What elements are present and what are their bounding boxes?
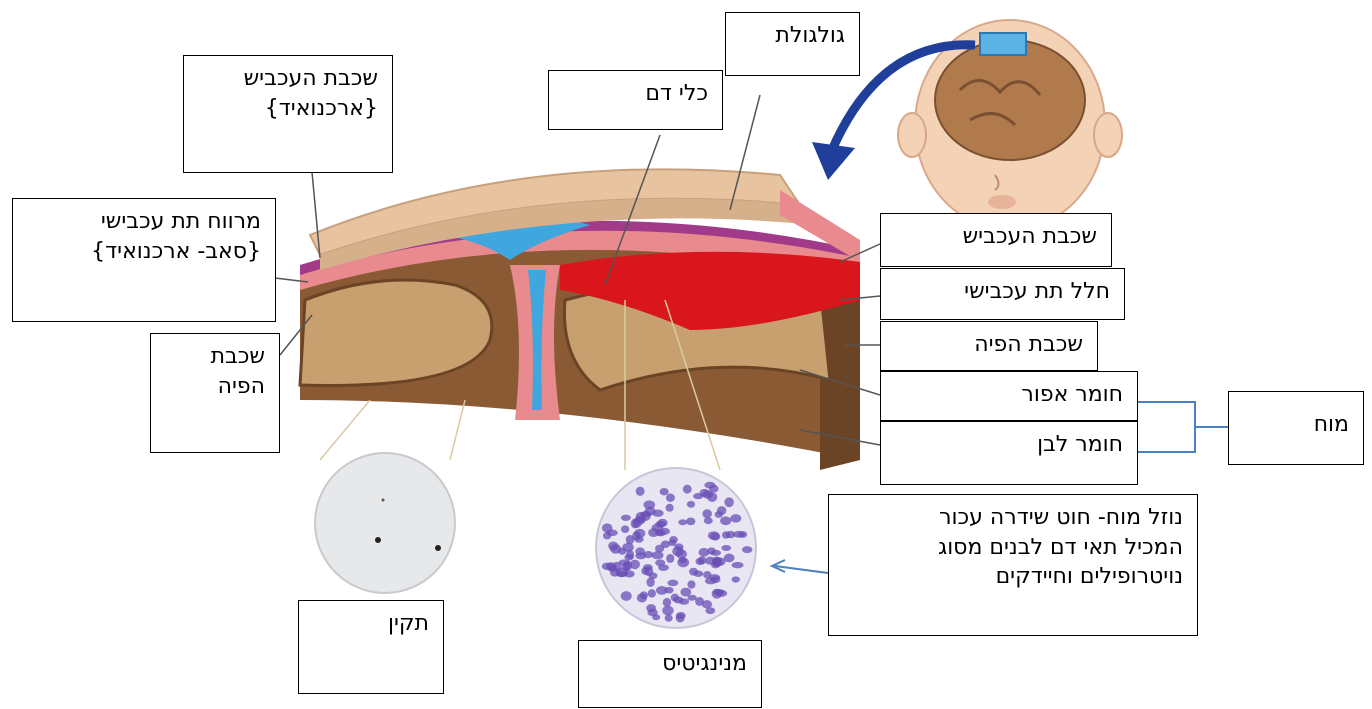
neutrophil-cell [721, 545, 731, 551]
label-subarachnoid-left: מרווח תת עכבישי{סאב- ארכנואיד} [12, 198, 276, 322]
neutrophil-cell [704, 517, 713, 524]
neutrophil-cell [640, 511, 651, 517]
neutrophil-cell [608, 541, 618, 550]
neutrophil-cell [622, 543, 634, 552]
neutrophil-cell [676, 549, 687, 558]
neutrophil-cell [621, 591, 632, 601]
label-arachnoid-right: שכבת העכביש [880, 213, 1112, 267]
label-gray-matter: חומר אפור [880, 371, 1138, 421]
label-white-matter: חומר לבן [880, 421, 1138, 485]
neutrophil-cell [662, 606, 673, 616]
neutrophil-cell [708, 531, 720, 540]
meningitis-csf-circle [596, 468, 756, 628]
neutrophil-cell [709, 485, 719, 493]
neutrophil-cell [738, 531, 747, 538]
neutrophil-cell [624, 554, 634, 561]
neutrophil-cell [698, 556, 706, 564]
neutrophil-cell [709, 574, 720, 580]
neutrophil-cell [712, 589, 722, 599]
neutrophil-cell [732, 562, 744, 568]
neutrophil-cell [603, 532, 611, 539]
neutrophil-cell [707, 547, 715, 554]
neutrophil-cell [683, 485, 692, 494]
brain-bracket [1138, 402, 1228, 452]
neutrophil-cell [648, 572, 657, 579]
neutrophil-cell [663, 598, 672, 607]
neutrophil-cell [652, 614, 660, 620]
neutrophil-cell [674, 543, 683, 550]
normal-csf-circle [315, 453, 455, 593]
neutrophil-cell [702, 600, 712, 608]
neutrophil-cell [652, 524, 664, 532]
neutrophil-cell [666, 504, 674, 512]
neutrophil-cell [666, 554, 674, 563]
neutrophil-cell [724, 497, 734, 507]
skull-window [980, 33, 1026, 55]
label-pia-right: שכבת הפיה [880, 321, 1098, 371]
label-normal: תקין [298, 600, 444, 694]
neutrophil-cell [717, 506, 726, 515]
neutrophil-cell [636, 487, 645, 496]
neutrophil-cell [687, 501, 695, 508]
neutrophil-cell [676, 614, 685, 623]
neutrophil-cell [622, 562, 630, 571]
neutrophil-cell [635, 552, 646, 559]
neutrophil-cell [652, 510, 663, 517]
neutrophil-cell [602, 523, 613, 532]
label-subarachnoid-right: חלל תת עכבישי [880, 268, 1125, 320]
neutrophil-cell [621, 525, 629, 533]
neutrophil-cell [656, 586, 668, 595]
label-brain: מוח [1228, 391, 1364, 465]
neutrophil-cell [678, 519, 687, 525]
neutrophil-cell [732, 576, 740, 582]
neutrophil-cell [686, 518, 695, 526]
neutrophil-cell [693, 493, 703, 499]
neutrophil-cell [687, 580, 695, 588]
neutrophil-cell [724, 554, 735, 563]
neutrophil-cell [630, 560, 640, 570]
neutrophil-cell [652, 551, 664, 559]
neutrophil-cell [705, 557, 715, 565]
neutrophil-cell [702, 509, 712, 518]
neutrophil-cell [658, 564, 669, 571]
neutrophil-cell [742, 546, 752, 553]
neutrophil-cell [637, 593, 647, 602]
neutrophil-cell [671, 594, 679, 602]
neutrophil-cell [665, 614, 673, 621]
neutrophil-cell [646, 604, 656, 612]
neutrophil-cell [660, 488, 669, 495]
neutrophil-cell [621, 515, 631, 521]
neutrophil-cell [666, 494, 675, 503]
neutrophil-cell [669, 536, 678, 543]
label-meningitis: מנינגיטיס [578, 640, 762, 708]
neutrophil-cell [607, 566, 617, 572]
neutrophil-cell [616, 571, 627, 577]
neutrophil-cell [634, 529, 645, 538]
label-blood-vessels: כלי דם [548, 70, 723, 130]
label-skull: גולגולת [725, 12, 860, 76]
neutrophil-cell [648, 589, 656, 597]
tissue-block [300, 169, 860, 470]
neutrophil-cell [667, 580, 678, 587]
neutrophil-cell [679, 598, 689, 604]
neutrophil-cell [730, 514, 741, 523]
neutrophil-cell [720, 516, 731, 525]
neutrophil-cell [689, 568, 698, 576]
label-arachnoid-left: שכבת העכביש{ארכנואיד} [183, 55, 393, 173]
